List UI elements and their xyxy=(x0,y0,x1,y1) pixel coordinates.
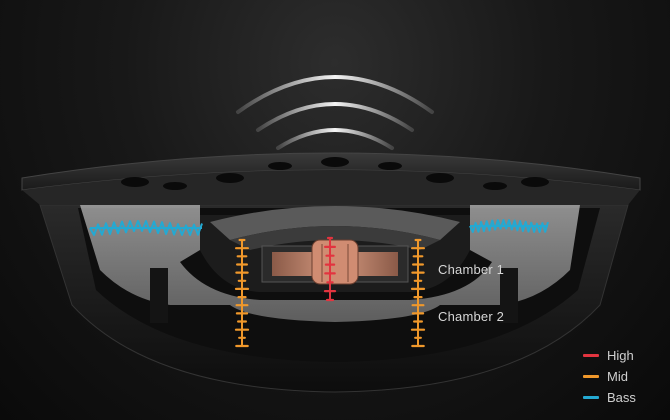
chamber-1-label: Chamber 1 xyxy=(438,262,505,277)
bass-wave-line xyxy=(89,220,203,236)
bass-frequency-wave-icon xyxy=(469,219,549,233)
sound-waves-icon xyxy=(236,75,434,150)
mid-frequency-wave-icon xyxy=(234,238,250,348)
bass-frequency-wave-icon xyxy=(89,220,203,236)
legend-label-high: High xyxy=(607,348,634,363)
high-frequency-wave-icon xyxy=(323,236,337,302)
legend-item-high: High xyxy=(583,345,663,366)
legend-swatch-high xyxy=(583,354,599,357)
frequency-legend: High Mid Bass xyxy=(583,345,663,408)
legend-swatch-mid xyxy=(583,375,599,378)
legend-label-bass: Bass xyxy=(607,390,636,405)
legend-label-mid: Mid xyxy=(607,369,628,384)
chamber-2-label: Chamber 2 xyxy=(438,309,505,324)
legend-item-bass: Bass xyxy=(583,387,663,408)
diaphragm xyxy=(210,206,460,250)
top-plate xyxy=(21,152,641,205)
legend-item-mid: Mid xyxy=(583,366,663,387)
mid-frequency-wave-icon xyxy=(410,238,426,348)
bass-wave-line xyxy=(469,219,549,233)
support-pillars xyxy=(150,268,518,323)
legend-swatch-bass xyxy=(583,396,599,399)
